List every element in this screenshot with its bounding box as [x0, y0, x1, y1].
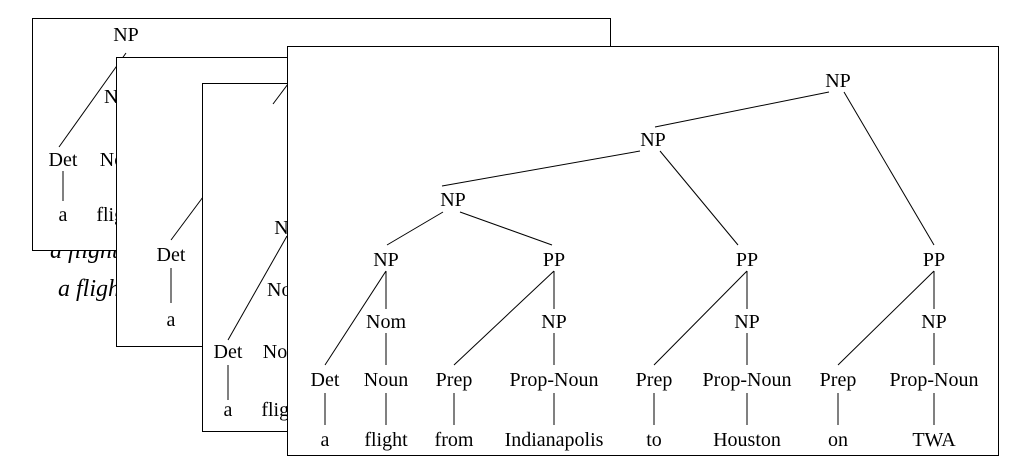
- node-np-twa: NP: [921, 311, 947, 333]
- edge: [386, 211, 444, 246]
- node-pp-from: PP: [542, 249, 566, 271]
- main-tree-edges: [324, 91, 935, 425]
- node-np-houston: NP: [734, 311, 760, 333]
- node-det: Det: [310, 369, 340, 391]
- caption-line-2: a flight: [58, 276, 127, 302]
- edge: [654, 91, 830, 128]
- edge: [837, 270, 935, 366]
- node-propnoun-indianapolis: Prop-Noun: [509, 369, 599, 391]
- p2-node-det: Det: [156, 244, 186, 266]
- edge: [653, 270, 748, 366]
- word-from: from: [434, 429, 474, 451]
- edge: [659, 150, 739, 246]
- panel-3-edges: [227, 84, 289, 400]
- node-nom: Nom: [366, 311, 406, 333]
- p3-node-det: Det: [213, 341, 243, 363]
- word-a: a: [320, 429, 330, 451]
- edge: [58, 52, 127, 148]
- node-propnoun-houston: Prop-Noun: [702, 369, 792, 391]
- edge: [324, 270, 387, 366]
- tree-panel-main: NP NP NP NP PP PP PP Nom NP NP NP Det No…: [287, 46, 999, 456]
- word-indianapolis: Indianapolis: [504, 429, 604, 451]
- panel-1-edges: [58, 52, 127, 201]
- node-prep-on: Prep: [819, 369, 857, 391]
- node-np-level2: NP: [640, 129, 666, 151]
- node-prep-from: Prep: [435, 369, 473, 391]
- node-np-indianapolis: NP: [541, 311, 567, 333]
- panel-2-edges: [170, 196, 204, 303]
- p1-node-np: NP: [113, 24, 139, 46]
- node-propnoun-twa: Prop-Noun: [889, 369, 979, 391]
- node-np-root: NP: [825, 70, 851, 92]
- word-on: on: [828, 429, 848, 451]
- p3-word-a: a: [223, 399, 233, 421]
- p1-word-a: a: [58, 204, 68, 226]
- edge: [453, 270, 555, 366]
- word-to: to: [646, 429, 662, 451]
- word-houston: Houston: [713, 429, 781, 451]
- edge: [272, 84, 289, 105]
- p2-word-a: a: [166, 309, 176, 331]
- edge: [843, 91, 935, 246]
- edge: [459, 211, 553, 246]
- word-twa: TWA: [912, 429, 956, 451]
- edge: [170, 196, 204, 241]
- node-np-level3: NP: [440, 189, 466, 211]
- edge: [441, 150, 641, 187]
- node-pp-to: PP: [735, 249, 759, 271]
- node-np-level4: NP: [373, 249, 399, 271]
- node-noun: Noun: [363, 369, 409, 391]
- edge: [227, 235, 288, 341]
- p1-node-det: Det: [48, 149, 78, 171]
- node-pp-on: PP: [922, 249, 946, 271]
- node-prep-to: Prep: [635, 369, 673, 391]
- word-flight: flight: [364, 429, 408, 451]
